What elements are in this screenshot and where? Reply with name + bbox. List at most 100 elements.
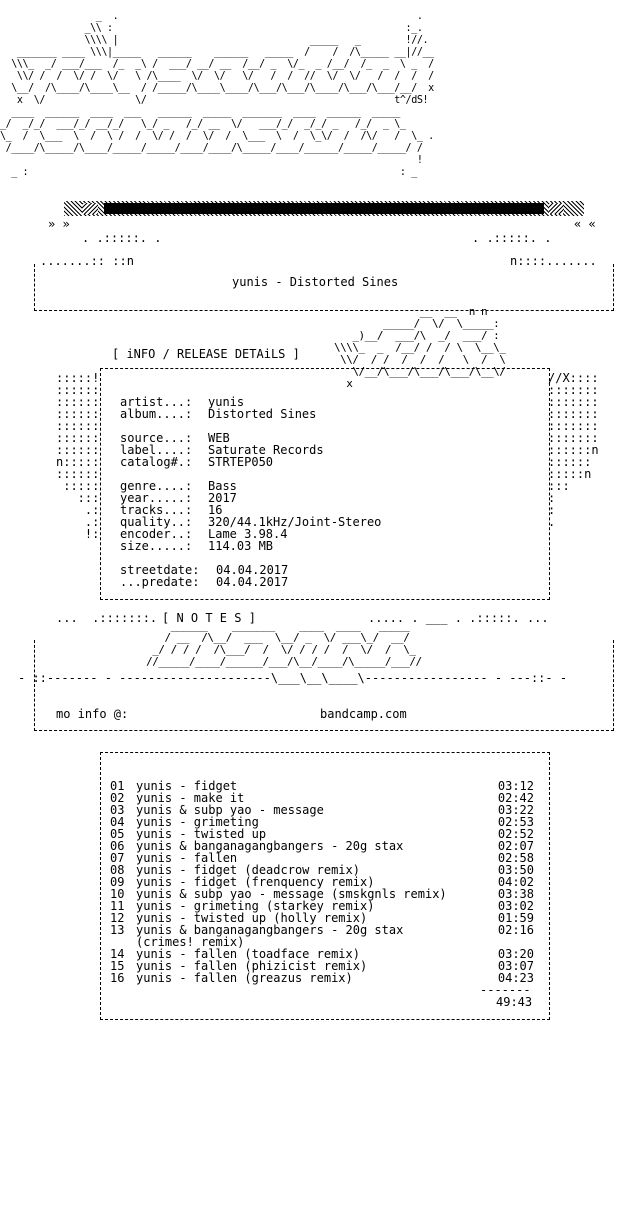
info-left-pillar: :::::! :::::: :::::: :::::: :::::: :::::…	[56, 371, 100, 541]
release-frame	[34, 264, 614, 311]
bar-left-arrows: » »	[48, 217, 70, 231]
track-title: yunis - make it	[136, 791, 245, 805]
track-number: 13	[110, 923, 125, 937]
year-value: 2017	[208, 491, 237, 505]
size-label: size.....:	[120, 539, 193, 553]
track-row: 03 yunis & subp yao - message 03:22	[110, 804, 540, 816]
catalog-label: catalog#.:	[120, 455, 193, 469]
track-number: 16	[110, 971, 125, 985]
notes-heading: [ N O T E S ]	[162, 611, 256, 625]
track-number: 09	[110, 875, 125, 889]
year-label: year.....:	[120, 491, 193, 505]
predate-label: ...predate:	[120, 575, 200, 589]
track-number: 03	[110, 803, 125, 817]
encoder-label: encoder..:	[120, 527, 193, 541]
artist-label: artist...:	[120, 395, 193, 409]
track-number: 01	[110, 779, 125, 793]
track-duration: 02:16	[497, 923, 534, 937]
track-number: 05	[110, 827, 125, 841]
track-title: (crimes! remix)	[136, 935, 245, 949]
release-name: yunis - Distorted Sines	[232, 275, 399, 289]
track-title: yunis - fidget (deadcrow remix)	[136, 863, 360, 877]
track-number: 04	[110, 815, 125, 829]
album-label: album....:	[120, 407, 193, 421]
track-number: 15	[110, 959, 125, 973]
info-box	[100, 368, 550, 600]
track-number: 07	[110, 851, 125, 865]
track-duration: 03:50	[497, 863, 534, 877]
track-duration: 01:59	[497, 911, 534, 925]
info-right-pillar: //X:::: ::::::: ::::::: ::::::: ::::::: …	[548, 371, 599, 529]
notes-frame	[34, 640, 614, 731]
track-duration: 03:12	[497, 779, 534, 793]
track-title: yunis - grimeting	[136, 815, 259, 829]
deco-dots-left-2: .......:: ::n	[40, 254, 134, 268]
track-title: yunis & subp yao - message	[136, 803, 324, 817]
track-title: yunis - fidget	[136, 779, 238, 793]
track-duration: 02:53	[497, 815, 534, 829]
track-title: yunis - fidget (frenquency remix)	[136, 875, 375, 889]
streetdate-value: 04.04.2017	[216, 563, 289, 577]
notes-ascii-logo: ______ _______ ____ ____ _____ / __ /\__…	[146, 619, 422, 668]
deco-dots-right-2: n::::.......	[510, 254, 597, 268]
predate-value: 04.04.2017	[216, 575, 289, 589]
track-row: (crimes! remix)	[110, 936, 540, 948]
track-title: yunis - grimeting (starkey remix)	[136, 899, 375, 913]
source-label: source...:	[120, 431, 193, 445]
size-value: 114.03 MB	[208, 539, 274, 553]
bar-right-arrows: « «	[574, 217, 596, 231]
track-number: 11	[110, 899, 125, 913]
track-duration: 04:02	[497, 875, 534, 889]
deco-dots-right: . .:::::. .	[472, 231, 552, 245]
track-row: 04 yunis - grimeting 02:53	[110, 816, 540, 828]
source-value: WEB	[208, 431, 230, 445]
track-duration: 02:58	[497, 851, 534, 865]
notes-divider: - ::------- - ---------------------\___\…	[18, 671, 568, 685]
quality-value: 320/44.1kHz/Joint-Stereo	[208, 515, 382, 529]
track-duration: 02:52	[497, 827, 534, 841]
track-number: 10	[110, 887, 125, 901]
track-duration: 03:20	[497, 947, 534, 961]
track-row: 15 yunis - fallen (phizicist remix) 03:07	[110, 960, 540, 972]
track-duration: 04:23	[497, 971, 534, 985]
notes-deco-left: ... .:::::::.	[56, 611, 158, 625]
header-ascii-logo: _ . . _\\ : :_. \\\\ | _____ _	[0, 9, 434, 178]
track-number: 06	[110, 839, 125, 853]
track-row: 07 yunis - fallen 02:58	[110, 852, 540, 864]
encoder-value: Lame 3.98.4	[208, 527, 288, 541]
track-number: 02	[110, 791, 125, 805]
total-separator: -------	[480, 983, 531, 997]
genre-value: Bass	[208, 479, 237, 493]
tracklist-box	[100, 752, 550, 1020]
genre-label: genre....:	[120, 479, 193, 493]
more-info-value: bandcamp.com	[320, 707, 407, 721]
header-bar-fill	[104, 203, 544, 214]
header-bar-right-cap	[548, 203, 564, 214]
track-title: yunis - fallen (toadface remix)	[136, 947, 360, 961]
track-title: yunis - fallen	[136, 851, 238, 865]
catalog-value: STRTEP050	[208, 455, 274, 469]
track-duration: 03:07	[497, 959, 534, 973]
streetdate-label: streetdate:	[120, 563, 200, 577]
artist-value: yunis	[208, 395, 245, 409]
label-label: label....:	[120, 443, 193, 457]
track-duration: 03:38	[497, 887, 534, 901]
track-title: yunis - fallen (phizicist remix)	[136, 959, 368, 973]
info-heading: [ iNFO / RELEASE DETAiLS ]	[112, 347, 300, 361]
notes-deco-right: ..... . ___ . .:::::. ...	[368, 611, 549, 625]
track-duration: 03:02	[497, 899, 534, 913]
track-row: 01 yunis - fidget 03:12	[110, 780, 540, 792]
header-bar-left-cap	[82, 203, 98, 214]
track-duration: 03:22	[497, 803, 534, 817]
track-row: 08 yunis - fidget (deadcrow remix) 03:50	[110, 864, 540, 876]
track-number: 08	[110, 863, 125, 877]
